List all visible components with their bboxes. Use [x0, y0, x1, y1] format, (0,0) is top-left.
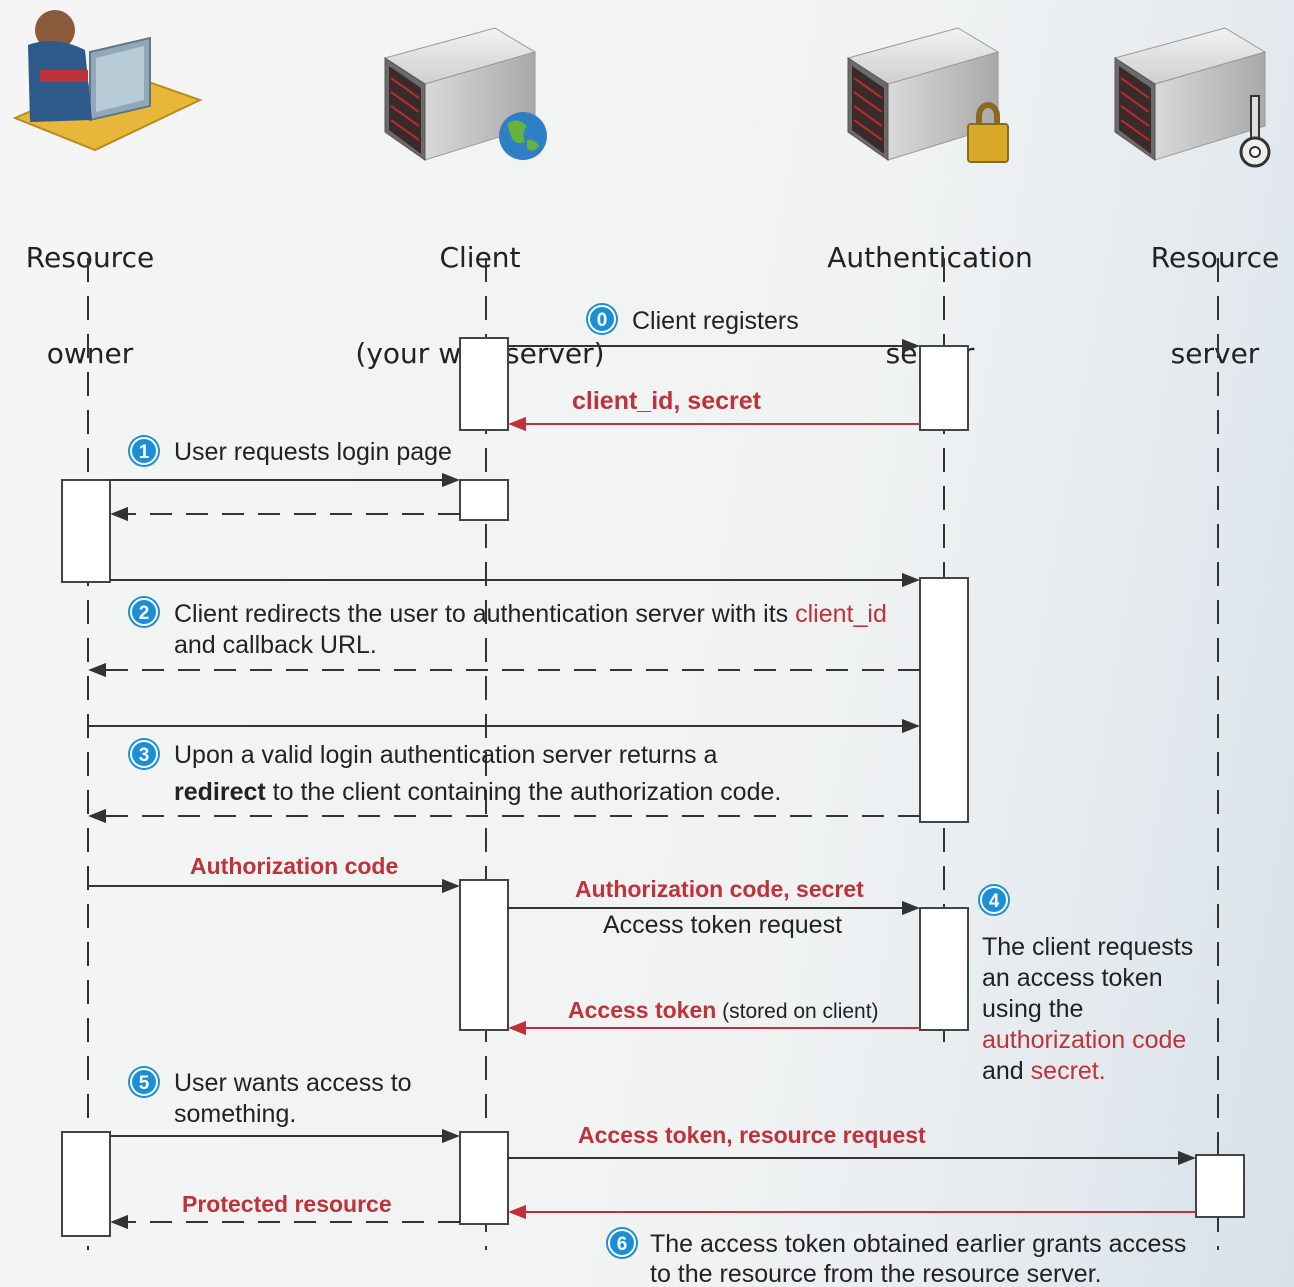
actor-name: Authentication: [827, 241, 1033, 274]
activation-box: [919, 907, 969, 1031]
protected-resource-label: Protected resource: [182, 1191, 392, 1217]
step-5-label-line1: User wants access to: [174, 1069, 412, 1097]
svg-text:6: 6: [617, 1234, 628, 1255]
step-badge-5: 5: [128, 1066, 160, 1098]
step-badge-4: 4: [978, 884, 1010, 916]
access-token-label: Access token (stored on client): [568, 997, 879, 1023]
server-globe-icon: [384, 27, 547, 161]
activation-box: [1195, 1154, 1245, 1218]
step-6-label-line2: to the resource from the resource server…: [650, 1260, 1102, 1287]
svg-text:2: 2: [139, 603, 150, 624]
svg-text:5: 5: [139, 1073, 150, 1094]
step-5-label-line2: something.: [174, 1100, 296, 1128]
step-4-note-line5: and secret.: [982, 1057, 1106, 1085]
activation-box: [919, 345, 969, 431]
step-2-label-line1: Client redirects the user to authenticat…: [174, 600, 887, 628]
step-badge-2: 2: [128, 596, 160, 628]
actor-name: Client: [439, 241, 521, 274]
activation-box: [61, 1131, 111, 1237]
server-lock-icon: [847, 27, 1009, 163]
activation-box: [459, 479, 509, 521]
actor-name: server: [1170, 337, 1260, 370]
step-badge-6: 6: [606, 1227, 638, 1259]
activation-box: [459, 879, 509, 1031]
actor-name: owner: [46, 337, 134, 370]
resource-request-label: Access token, resource request: [578, 1122, 926, 1148]
step-2-label-line2: and callback URL.: [174, 631, 377, 659]
step-4-note-line3: using the: [982, 995, 1083, 1023]
step-badge-3: 3: [128, 738, 160, 770]
actor-name: Resource: [25, 241, 155, 274]
step-badge-1: 1: [128, 435, 160, 467]
step-0-label: Client registers: [632, 307, 799, 335]
actor-label-resource-owner: Resource owner: [10, 178, 170, 434]
activation-box: [919, 577, 969, 823]
step-6-label-line1: The access token obtained earlier grants…: [650, 1230, 1186, 1258]
activation-box: [459, 1131, 509, 1225]
authorization-code-secret-label: Authorization code, secret: [575, 876, 864, 902]
svg-text:4: 4: [989, 891, 1000, 912]
step-3-label-line2: redirect to the client containing the au…: [174, 778, 781, 806]
step-3-label-line1: Upon a valid login authentication server…: [174, 741, 717, 769]
svg-text:1: 1: [139, 442, 150, 463]
svg-text:0: 0: [597, 310, 608, 331]
step-4-note-line2: an access token: [982, 964, 1163, 992]
authorization-code-label: Authorization code: [190, 853, 398, 879]
actor-label-resource-server: Resource server: [1140, 178, 1290, 434]
activation-box: [61, 479, 111, 583]
client-id-secret-label: client_id, secret: [572, 387, 762, 415]
actor-name: Resource: [1150, 241, 1280, 274]
step-badge-0: 0: [586, 303, 618, 335]
access-token-request-label: Access token request: [603, 911, 842, 939]
step-4-note-line4: authorization code: [982, 1026, 1186, 1054]
step-1-label: User requests login page: [174, 438, 452, 466]
step-4-note-line1: The client requests: [982, 933, 1193, 961]
activation-box: [459, 337, 509, 431]
user-at-computer-icon: [12, 10, 203, 152]
svg-text:3: 3: [139, 745, 150, 766]
server-key-icon: [1114, 27, 1271, 168]
